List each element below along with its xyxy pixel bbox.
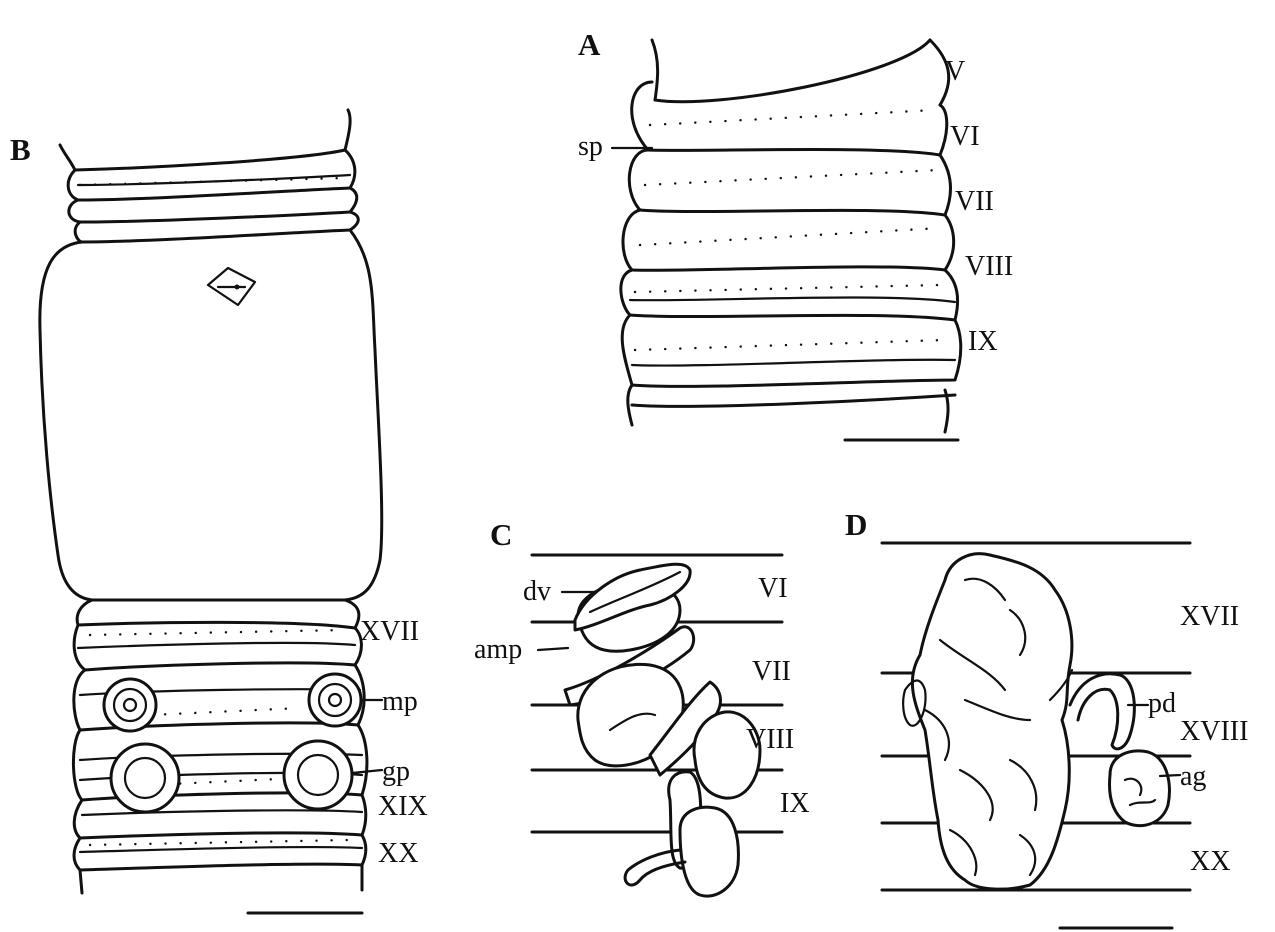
- panel-c-segment-viii: VIII: [746, 724, 794, 755]
- panel-a-segment-vii: VII: [955, 186, 994, 217]
- panel-a: A sp V VI VII VIII IX: [578, 27, 1013, 440]
- panel-a-letter: A: [578, 27, 601, 62]
- panel-d-label-pd: pd: [1148, 688, 1176, 719]
- panel-a-segment-ix: IX: [968, 326, 998, 357]
- panel-d-prostate-gland: [903, 554, 1072, 889]
- panel-b-label-mp: mp: [382, 686, 418, 717]
- panel-d-accessory-gland: [1110, 751, 1170, 826]
- panel-d-segment-xvii: XVII: [1180, 601, 1239, 632]
- panel-d-prostatic-duct: [1070, 674, 1134, 749]
- panel-a-segment-viii: VIII: [965, 251, 1013, 282]
- panel-b-genital-papilla-right: [284, 741, 352, 809]
- panel-b-label-gp: gp: [382, 756, 410, 787]
- panel-d-ag-leader: [1160, 775, 1180, 776]
- panel-b-segment-xvii: XVII: [360, 616, 419, 647]
- panel-d: D pd ag XVII XVIII XX: [845, 507, 1248, 928]
- panel-d-segment-xviii: XVIII: [1180, 716, 1248, 747]
- panel-d-label-ag: ag: [1180, 761, 1206, 792]
- panel-a-segment-v: V: [945, 56, 965, 87]
- panel-a-segment-vi: VI: [950, 121, 980, 152]
- panel-b-gp-leader: [352, 770, 382, 773]
- panel-b-segment-xx: XX: [378, 838, 418, 869]
- panel-b-male-pore-right: [309, 674, 361, 726]
- panel-c-label-amp: amp: [474, 634, 522, 665]
- panel-c-segment-vi: VI: [758, 573, 788, 604]
- panel-b: B: [10, 110, 428, 913]
- panel-a-label-sp: sp: [578, 131, 603, 162]
- panel-a-setae-dots: [635, 110, 945, 350]
- panel-d-segment-xx: XX: [1190, 846, 1230, 877]
- panel-c-letter: C: [490, 517, 512, 552]
- panel-b-letter: B: [10, 132, 31, 167]
- panel-c-label-dv: dv: [523, 576, 551, 607]
- panel-c-segment-ix: IX: [780, 788, 810, 819]
- panel-d-letter: D: [845, 507, 867, 542]
- panel-b-male-pore-left: [104, 679, 156, 731]
- panel-c-segment-vii: VII: [752, 656, 791, 687]
- panel-c: C dv amp: [474, 517, 810, 896]
- panel-c-amp-leader: [538, 648, 568, 650]
- panel-b-segment-xix: XIX: [378, 791, 428, 822]
- panel-b-genital-papilla-left: [111, 744, 179, 812]
